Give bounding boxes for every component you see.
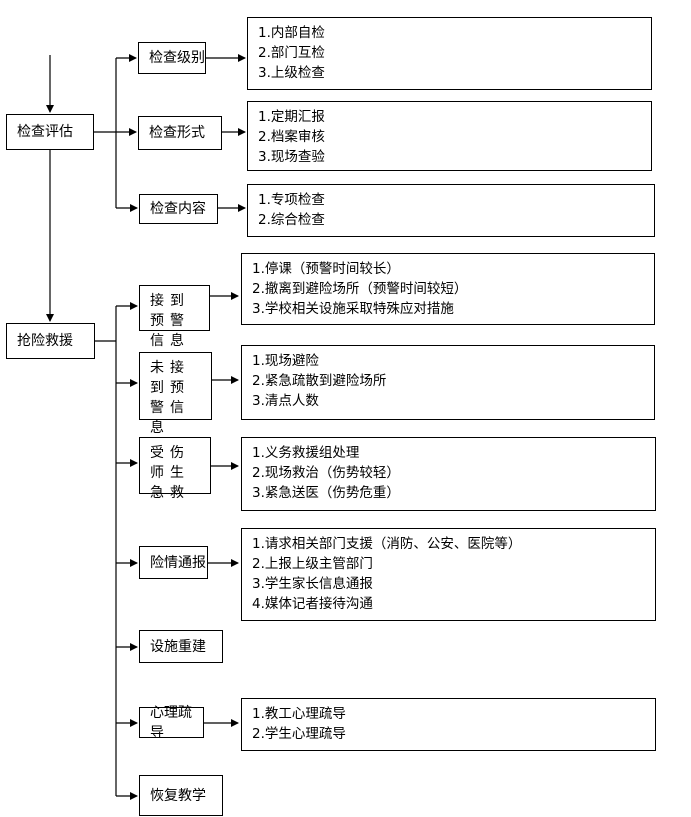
check-content-list: 1.专项检查 2.综合检查 — [247, 184, 655, 237]
list-item: 2.紧急疏散到避险场所 — [252, 373, 387, 389]
list-item: 3.学校相关设施采取特殊应对措施 — [252, 301, 454, 317]
danger-report-node: 险情通报 — [139, 546, 208, 579]
list-item: 2.综合检查 — [258, 212, 325, 228]
warning-not-received-node: 未接到预警信息 — [139, 352, 212, 436]
injury-first-aid-list: 1.义务救援组处理 2.现场救治（伤势较轻） 3.紧急送医（伤势危重） — [241, 437, 656, 511]
list-item: 1.教工心理疏导 — [252, 706, 346, 722]
list-item: 1.停课（预警时间较长） — [252, 261, 400, 277]
list-item: 3.上级检查 — [258, 65, 325, 81]
check-form-list: 1.定期汇报 2.档案审核 3.现场查验 — [247, 101, 652, 171]
list-item: 1.现场避险 — [252, 353, 319, 369]
root-rescue: 抢险救援 — [6, 323, 95, 359]
warning-received-node: 接到预警信息 — [139, 285, 210, 349]
list-item: 3.现场查验 — [258, 149, 325, 165]
list-item: 2.部门互检 — [258, 45, 325, 61]
list-item: 1.义务救援组处理 — [252, 445, 360, 461]
list-item: 2.现场救治（伤势较轻） — [252, 465, 400, 481]
check-level-node: 检查级别 — [138, 42, 206, 74]
injury-first-aid-node: 受伤师生急救 — [139, 437, 211, 501]
list-item: 3.紧急送医（伤势危重） — [252, 485, 400, 501]
list-item: 1.请求相关部门支援（消防、公安、医院等） — [252, 536, 522, 552]
list-item: 2.档案审核 — [258, 129, 325, 145]
list-item: 1.内部自检 — [258, 25, 325, 41]
list-item: 1.定期汇报 — [258, 109, 325, 125]
check-content-node: 检查内容 — [139, 194, 218, 224]
list-item: 2.学生心理疏导 — [252, 726, 346, 742]
root-check-evaluation: 检查评估 — [6, 114, 94, 150]
list-item: 3.学生家长信息通报 — [252, 576, 373, 592]
list-item: 1.专项检查 — [258, 192, 325, 208]
facility-rebuild-node: 设施重建 — [139, 630, 223, 663]
list-item: 3.清点人数 — [252, 393, 319, 409]
warning-not-received-list: 1.现场避险 2.紧急疏散到避险场所 3.清点人数 — [241, 345, 655, 420]
list-item: 2.撤离到避险场所（预警时间较短） — [252, 281, 468, 297]
psych-counsel-list: 1.教工心理疏导 2.学生心理疏导 — [241, 698, 656, 751]
warning-received-list: 1.停课（预警时间较长） 2.撤离到避险场所（预警时间较短） 3.学校相关设施采… — [241, 253, 655, 325]
danger-report-list: 1.请求相关部门支援（消防、公安、医院等） 2.上报上级主管部门 3.学生家长信… — [241, 528, 656, 621]
check-form-node: 检查形式 — [138, 116, 222, 150]
psych-counsel-node: 心理疏导 — [139, 705, 204, 741]
list-item: 2.上报上级主管部门 — [252, 556, 373, 572]
check-level-list: 1.内部自检 2.部门互检 3.上级检查 — [247, 17, 652, 90]
list-item: 4.媒体记者接待沟通 — [252, 596, 373, 612]
resume-teaching-node: 恢复教学 — [139, 775, 223, 816]
